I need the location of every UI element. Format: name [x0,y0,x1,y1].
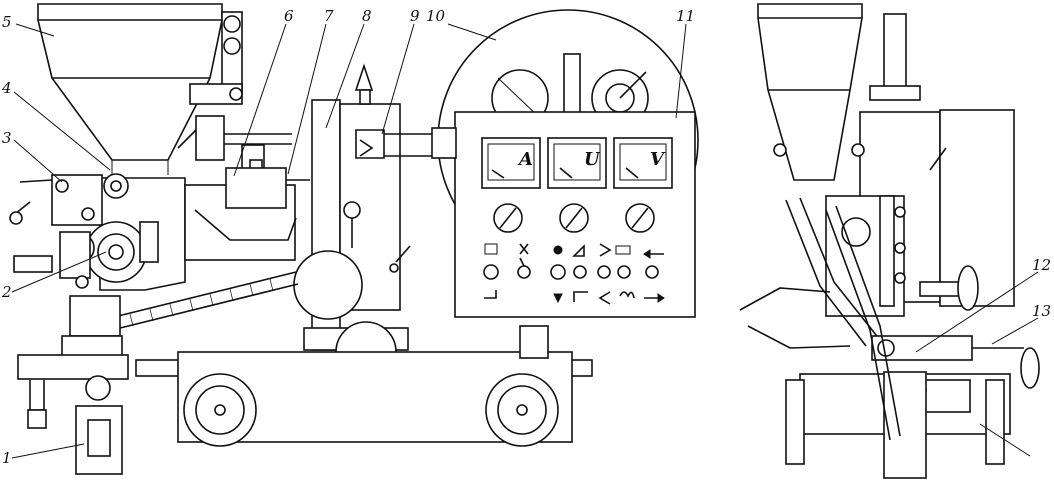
toggle-switch[interactable] [573,265,587,279]
hand-icon [619,291,635,299]
column [293,63,444,383]
callout-1: 1 [2,449,12,467]
flux-hopper [37,3,223,175]
callout-8: 8 [362,7,372,25]
direction-back-icon [598,291,611,305]
direction-forward-icon [599,243,612,257]
meter-ammeter-label: A [517,149,533,170]
callout-11: 11 [676,7,695,25]
side-hose [785,199,867,347]
toggle-switch[interactable] [597,265,611,279]
callout-7: 7 [324,7,334,25]
side-handwheel[interactable] [919,265,979,311]
meter-voltmeter-v-label: V [650,149,666,170]
step-icon [484,290,497,299]
down-arrow-icon [553,293,563,304]
feed-icon [519,243,529,255]
meter-ammeter: A [481,137,541,189]
callout-13: 13 [1032,302,1051,320]
feed-mechanism [9,173,186,291]
side-hose-loop [739,287,831,311]
side-view [739,3,1040,479]
step-down-icon [573,291,588,302]
side-wire-tube [825,209,891,441]
callout-12: 12 [1032,256,1051,274]
side-knob[interactable] [1020,347,1040,389]
knob-current[interactable] [493,203,523,233]
triangle-icon [572,244,585,257]
toggle-switch[interactable] [550,264,566,280]
toggle-switch[interactable] [517,265,531,279]
meter-voltmeter-v: V [613,137,673,189]
current-source-icon [484,243,498,255]
callout-9: 9 [410,7,420,25]
toggle-switch[interactable] [645,265,659,279]
callout-3: 3 [2,129,12,147]
callout-2: 2 [1,283,12,301]
panel-switch-row [483,243,665,305]
callout-6: 6 [284,7,294,25]
drive-housing [184,144,310,261]
flexible-hose [109,271,299,331]
side-flux-hopper [757,3,863,181]
callout-5: 5 [2,13,12,31]
welding-head [17,295,129,475]
toggle-switch[interactable] [617,265,631,279]
circle-switch-icon[interactable] [483,264,499,280]
top-guide-rollers [177,11,292,161]
contactor-icon [615,245,631,255]
knob-voltage[interactable] [559,203,589,233]
front-view: A U V [9,3,699,475]
callout-labels: 1 2 3 4 5 6 7 8 9 10 11 12 13 [1,7,1051,467]
meter-voltmeter-u: U [547,137,607,189]
meter-voltmeter-u-label: U [584,149,601,170]
knob-speed[interactable] [625,203,655,233]
callout-leaders [11,23,1039,459]
callout-10: 10 [426,7,446,25]
control-cabinet: A U V [431,9,699,318]
carriage [135,325,593,447]
callout-4: 4 [1,79,12,97]
torch-icon [553,245,563,255]
